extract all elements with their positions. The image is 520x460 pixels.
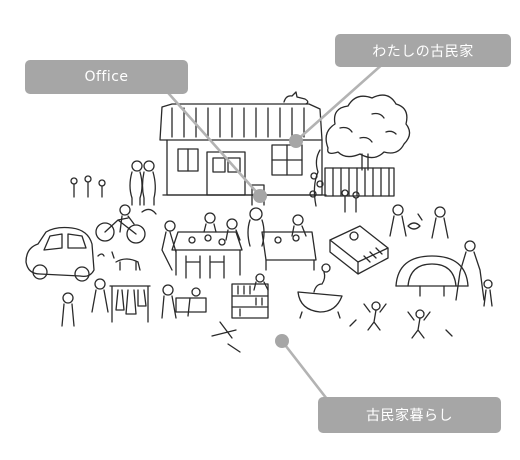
house — [160, 92, 326, 205]
dot-kominka — [289, 134, 303, 148]
dining-group — [162, 213, 242, 278]
connector-kominka — [296, 62, 385, 141]
bathtub — [298, 264, 342, 318]
dot-kurashi — [275, 334, 289, 348]
car — [26, 228, 104, 282]
bed — [330, 226, 388, 274]
kominka-label: わたしの古民家 — [335, 34, 511, 67]
bookshelf — [232, 274, 268, 318]
clothes-rack-group — [62, 279, 150, 326]
tree — [326, 95, 409, 170]
people-right — [390, 205, 448, 238]
dog — [112, 252, 140, 270]
kurashi-label: 古民家暮らし — [318, 397, 501, 433]
kitchen-island — [248, 208, 316, 270]
fence — [310, 150, 394, 212]
flowers-and-people-left — [71, 161, 155, 205]
greenhouse — [396, 241, 492, 306]
office-label: Office — [25, 60, 188, 94]
connector-office — [162, 86, 260, 196]
reading-group — [162, 285, 240, 352]
bicycle — [96, 205, 156, 243]
dot-office — [253, 189, 267, 203]
dancing-people — [350, 302, 452, 338]
